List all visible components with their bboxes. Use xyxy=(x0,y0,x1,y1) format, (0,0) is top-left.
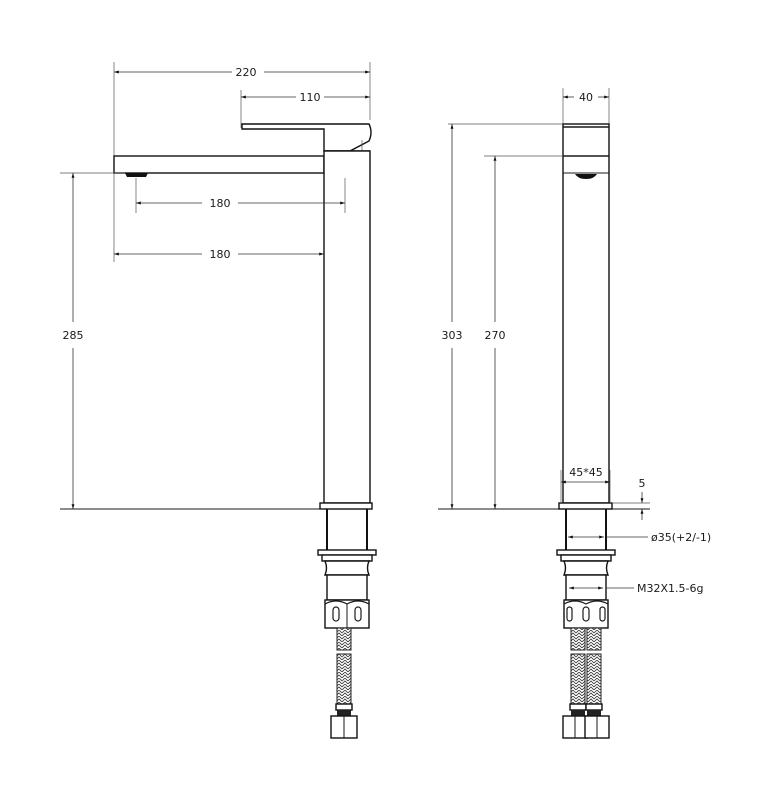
supply-hose xyxy=(330,627,358,739)
dimension-mounting-hole: ø35(+2/-1) xyxy=(568,531,711,544)
base-plate xyxy=(319,502,373,510)
dimension-body-width: 40 xyxy=(562,88,610,124)
dim-label-303: 303 xyxy=(442,329,463,342)
dim-label-40: 40 xyxy=(579,91,593,104)
dim-label-220: 220 xyxy=(236,66,257,79)
dimension-outlet-height: 285 xyxy=(60,172,324,510)
dim-label-270: 270 xyxy=(485,329,506,342)
dimension-overall-height: 303 xyxy=(442,123,563,509)
mounting-shank xyxy=(317,509,377,601)
faucet-body xyxy=(323,150,371,504)
front-view: 40 303 270 xyxy=(438,88,711,739)
dim-label-180-outlet: 180 xyxy=(210,197,231,210)
dim-label-hole: ø35(+2/-1) xyxy=(651,531,711,544)
dim-label-thread: M32X1.5-6g xyxy=(637,582,703,595)
dim-label-285: 285 xyxy=(63,329,84,342)
dim-label-5: 5 xyxy=(639,477,646,490)
front-body xyxy=(562,123,610,504)
mounting-nut xyxy=(324,599,370,629)
front-shank xyxy=(565,509,607,550)
front-flange xyxy=(556,549,616,601)
dimension-base-thickness: 5 xyxy=(612,477,650,520)
front-base-plate xyxy=(558,502,613,510)
dim-label-45x45: 45*45 xyxy=(569,466,603,479)
dim-label-180-body: 180 xyxy=(210,248,231,261)
dimension-outlet-height-front: 270 xyxy=(484,155,563,509)
front-mounting-nut xyxy=(563,599,609,629)
spout-arm xyxy=(113,155,325,174)
dimension-base-size: 45*45 xyxy=(560,466,611,503)
side-view: 220 110 180 xyxy=(60,62,377,739)
dimension-thread: M32X1.5-6g xyxy=(569,582,703,595)
dimension-reach-body: 180 xyxy=(114,248,324,261)
aerator xyxy=(125,173,148,177)
front-supply-hoses xyxy=(562,627,610,739)
dimension-lever-length: 110 xyxy=(240,90,370,128)
dimension-reach-outlet: 180 xyxy=(135,178,346,213)
dim-label-110: 110 xyxy=(300,91,321,104)
